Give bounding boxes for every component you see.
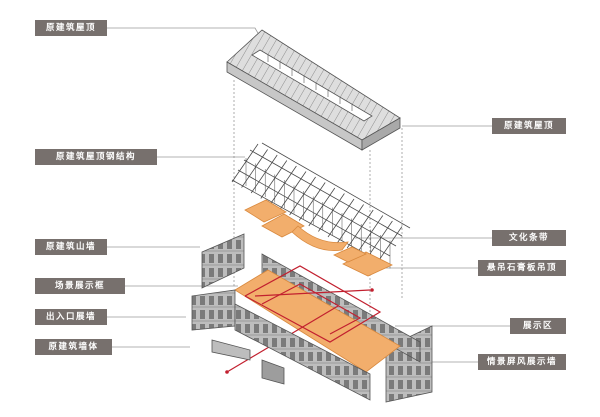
label-gable-wall: 原建筑山墙 [35,239,107,255]
steel-crossbeam [260,160,288,199]
steel-crossbeam [375,226,403,265]
steel-crossbeam [366,220,393,260]
steel-crossbeam [241,149,268,188]
steel-crossbeam [327,198,355,238]
steel-crossbeam [279,171,307,210]
label-original-roof-right: 原建筑屋顶 [492,118,566,134]
label-roof-steel-structure: 原建筑屋顶钢结构 [35,149,157,165]
label-culture-strip: 文化条带 [492,230,566,246]
label-exhibit-area: 展示区 [510,318,566,334]
building-walls [191,289,371,401]
leader-roof-left [107,27,263,41]
path-start-dot [225,370,229,374]
roof-steel-crossbeams [231,143,403,269]
label-scene-frame: 场景展示框 [35,278,125,294]
path-end-dot [370,288,374,292]
label-original-wall-body: 原建筑墙体 [35,339,112,355]
steel-crossbeam [298,182,326,221]
steel-crossbeam [270,165,297,205]
label-screen-wall: 情景屏风展示墙 [478,354,566,370]
label-original-roof-left: 原建筑屋顶 [35,20,107,36]
steel-crossbeam [231,143,259,183]
exhibit-floor [234,269,401,373]
steel-crossbeam [250,154,278,194]
original-roof [226,29,401,151]
steel-crossbeam [289,176,316,216]
steel-crossbeam [318,193,345,232]
steel-crossbeam [356,215,384,254]
leader-lines [107,27,510,363]
steel-crossbeam [346,209,374,249]
label-entrance-wall: 出入口展墙 [35,309,107,325]
steel-crossbeam [308,187,336,227]
label-suspended-ceiling: 悬吊石膏板吊顶 [478,260,566,276]
culture-strip [291,225,349,251]
steel-crossbeam [337,204,364,243]
